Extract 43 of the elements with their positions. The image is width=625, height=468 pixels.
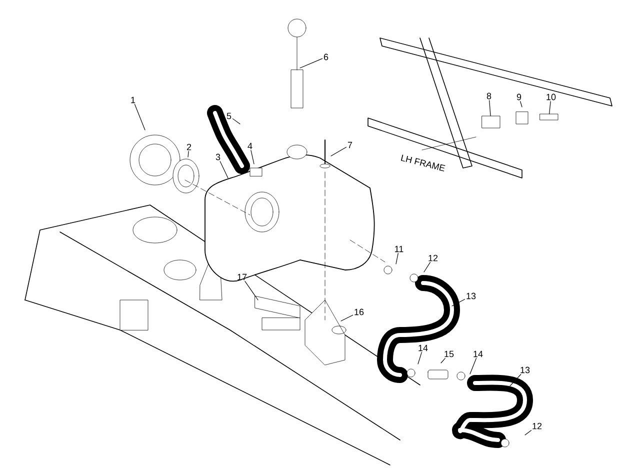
callout-number: 13 [466,292,476,300]
leader-line [300,58,323,68]
leader-line [418,352,422,364]
leader-line [134,104,146,130]
callout-number: 6 [324,54,328,60]
callout-number: 1 [131,96,136,104]
frame-label: LH FRAME [400,154,446,172]
callout-number: 13 [520,366,530,374]
callout-number: 9 [516,94,522,100]
callout-number: 7 [348,142,352,148]
leader-line [524,430,532,436]
callout-number: 2 [186,144,192,150]
leader-line [330,146,347,156]
leader-line [220,161,228,178]
leader-line [340,314,354,322]
leader-line [188,151,189,158]
callout-number: 12 [532,422,542,430]
leader-line [232,118,240,124]
callout-number: 8 [486,92,492,100]
callout-number: 14 [474,350,483,358]
callout-number: 3 [216,154,220,160]
leader-line [244,281,258,300]
callout-number: 14 [418,344,428,352]
leader-line [452,298,466,306]
leader-line [250,150,254,164]
callout-number: 11 [395,246,404,252]
leader-line [520,101,522,108]
leader-line [549,101,551,114]
callout-number: 12 [428,254,438,262]
leader-line [470,358,477,374]
callout-number: 15 [444,350,454,358]
hardware-part [540,114,558,120]
hardware-part [482,116,500,128]
callout-number: 10 [546,94,556,100]
leader-line [510,374,522,386]
leader-line [440,358,446,364]
leader-line [424,262,430,272]
callout-number: 5 [226,112,232,120]
callout-number: 16 [354,308,364,316]
leader-line [396,252,398,264]
callout-number: 4 [248,142,252,150]
callout-number: 17 [238,274,247,280]
leader-line [489,100,491,116]
